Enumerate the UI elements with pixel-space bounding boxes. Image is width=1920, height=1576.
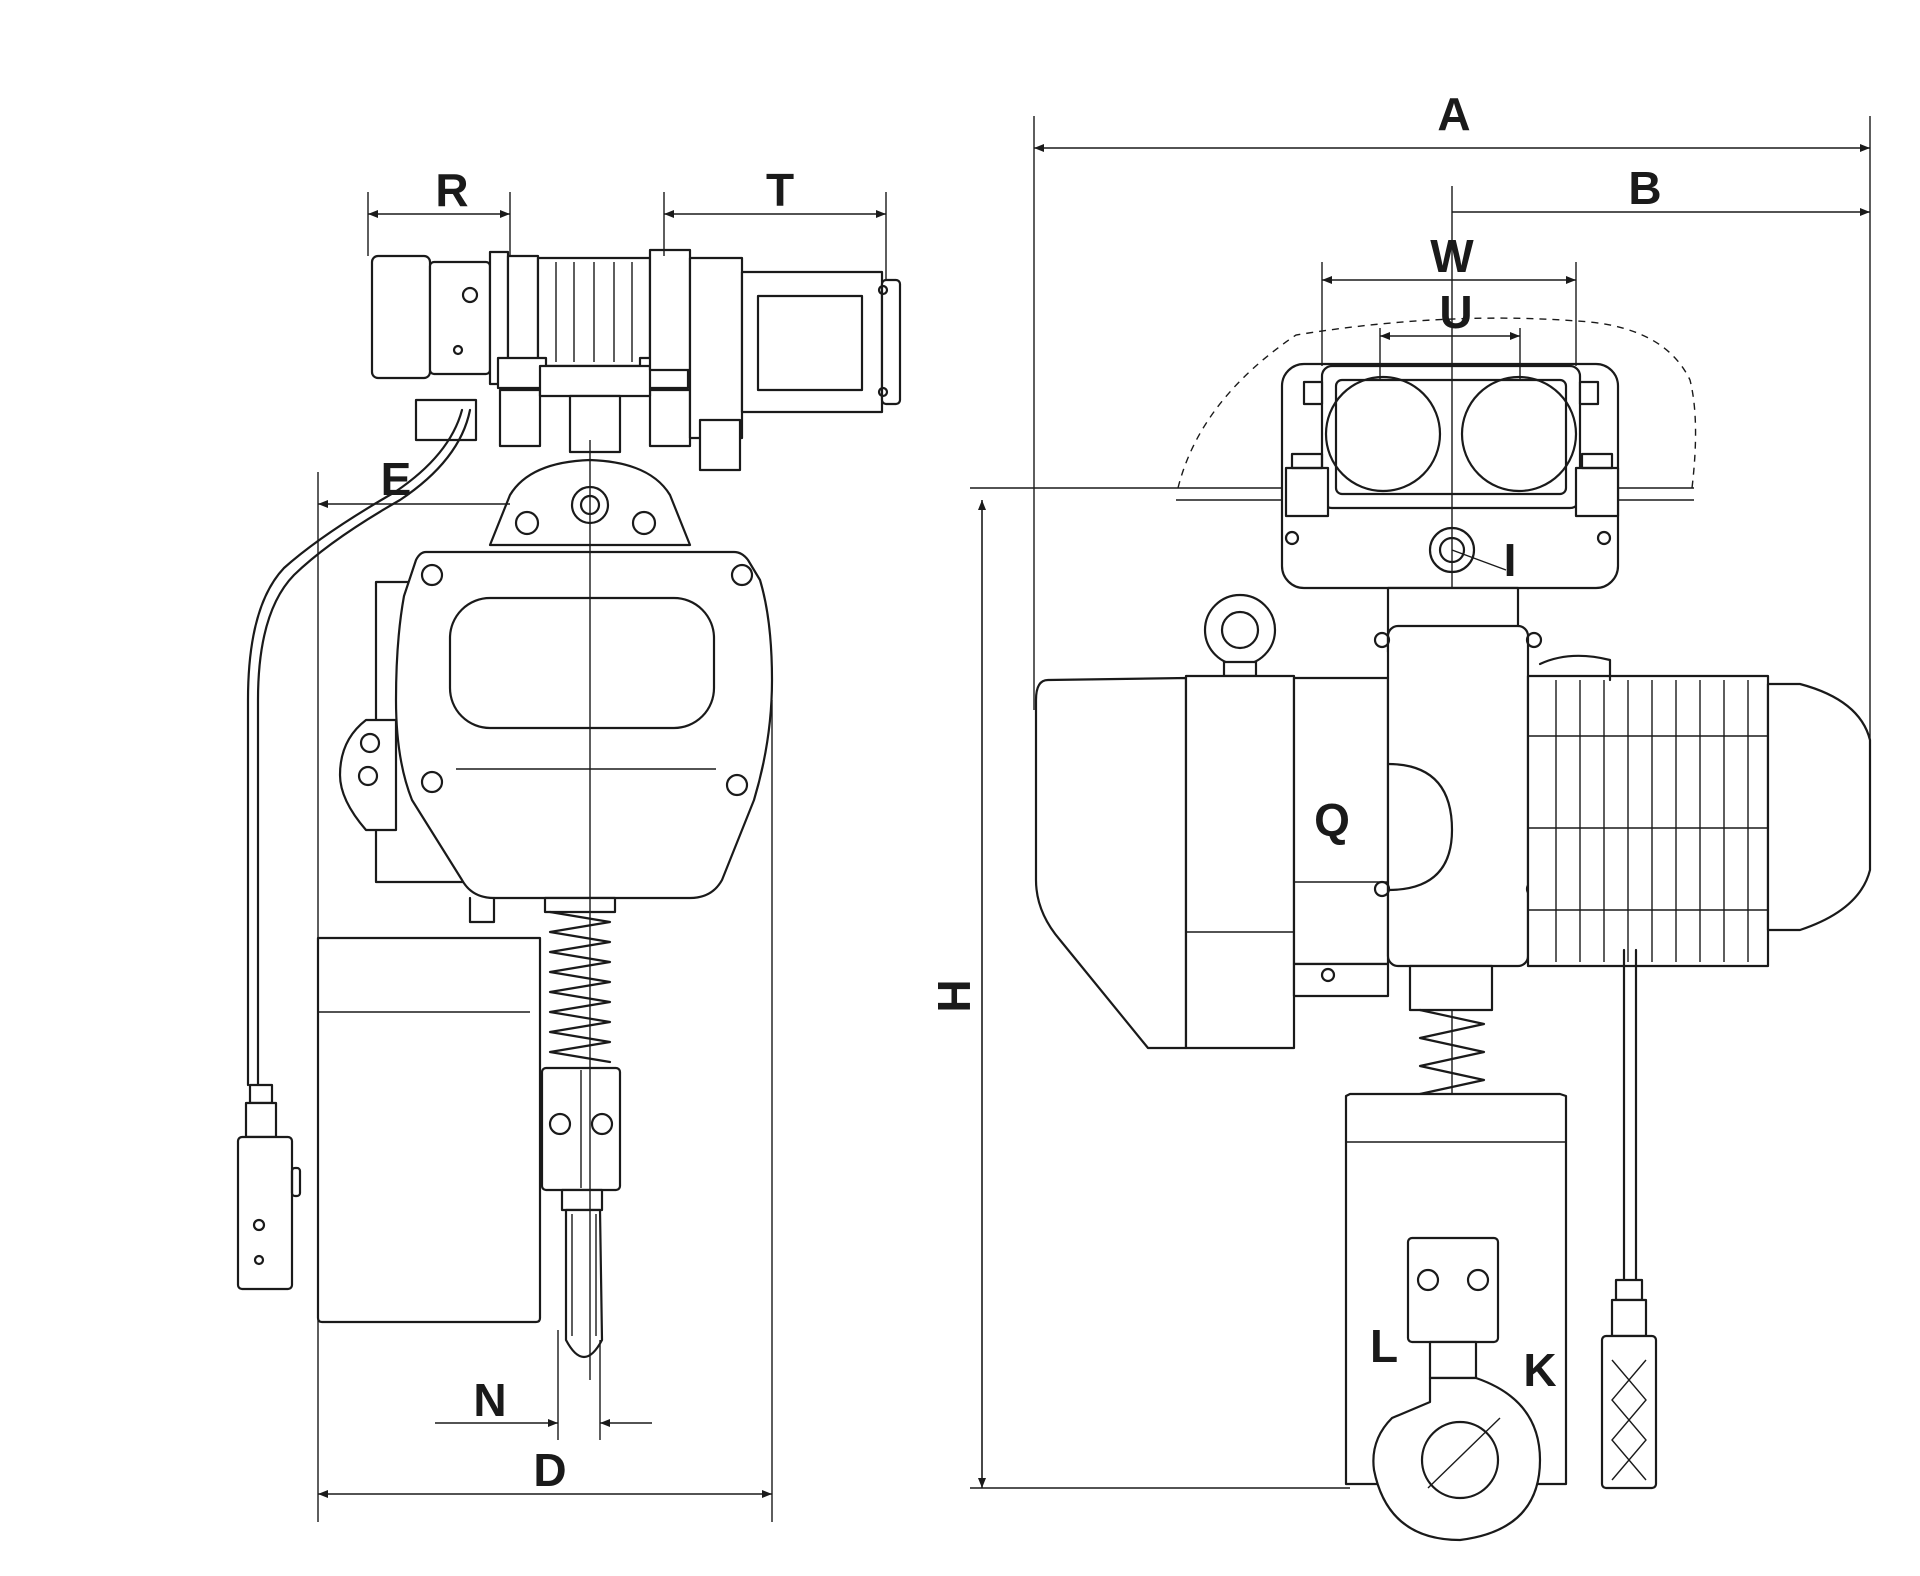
label-R: R	[435, 164, 468, 216]
label-H: H	[928, 979, 980, 1012]
label-K: K	[1523, 1344, 1556, 1396]
trolley-left-motor	[370, 250, 510, 442]
motor-body	[1526, 674, 1770, 968]
label-T: T	[766, 164, 794, 216]
pendant-cable	[256, 408, 472, 1087]
motor-end-cap	[1766, 682, 1872, 932]
motor-fins	[1528, 680, 1768, 962]
hook-side	[564, 1208, 604, 1359]
side-view	[236, 192, 902, 1522]
label-N: N	[473, 1374, 506, 1426]
dimension-labels: R T E N D A B W U I Q L K H	[381, 88, 1662, 1496]
pendant-control	[236, 1135, 294, 1291]
gear-housing	[1386, 624, 1530, 968]
front-bottom-block	[1406, 1236, 1500, 1344]
label-L: L	[1370, 1320, 1398, 1372]
label-U: U	[1439, 286, 1472, 338]
gearbox-left	[1034, 676, 1188, 1050]
trolley-wheel-left	[1324, 375, 1442, 493]
hook-front	[1372, 1376, 1542, 1542]
front-pendant-control	[1600, 1334, 1658, 1490]
label-I: I	[1504, 534, 1517, 586]
chain-bucket	[316, 936, 542, 1324]
label-E: E	[381, 453, 412, 505]
label-Q: Q	[1314, 794, 1350, 846]
eye-bolt	[1203, 593, 1277, 667]
label-B: B	[1628, 162, 1661, 214]
label-A: A	[1437, 88, 1470, 140]
label-D: D	[533, 1444, 566, 1496]
trolley-wheels	[496, 254, 692, 454]
beam-outline	[1177, 317, 1697, 489]
chain-spring	[548, 910, 612, 1064]
front-view	[970, 116, 1872, 1542]
hoist-main-body	[394, 550, 774, 900]
trolley-wheel-right	[1460, 375, 1578, 493]
label-W: W	[1430, 230, 1474, 282]
trolley-right-motor	[648, 248, 902, 472]
